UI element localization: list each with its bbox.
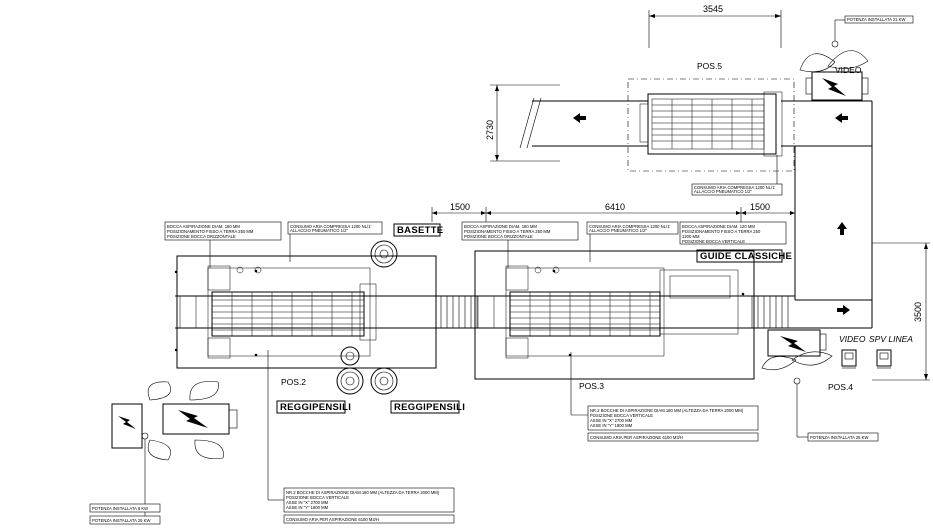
dimension-left-value: 2730 [485, 120, 495, 140]
pos2-consumo-text: CONSUMO ARIA PER ASPIRAZIONE 6100 M3/H [286, 517, 379, 522]
dimension-gap-left-value: 1500 [450, 202, 470, 212]
pos5-power-note [844, 15, 914, 24]
machine-pos3: POS.3 [474, 250, 755, 391]
pos3-bocca-line1: BOCCA ASPIRAZIONE DIAM. 180 MM [464, 224, 537, 229]
reggipensili-coil-icon [336, 346, 398, 395]
pos2-label: POS.2 [281, 377, 306, 387]
pos3-bocche-line4: ASSE IN "Y" 1800 MM [590, 423, 633, 428]
pos2-bocca-line1: BOCCA ASPIRAZIONE DIAM. 180 MM [167, 224, 240, 229]
pos2-bocca-line3: POSIZIONE BOCCA ORIZZONTALE [167, 234, 236, 239]
pos2-bocche-line3: ASSE IN "X" 2700 MM [286, 500, 329, 505]
pos3-bocca-line2: POSIZIONAMENTO FISSO A TERRA 250 MM [464, 229, 551, 234]
machine-pos5: POS.5 [627, 61, 795, 172]
reggipensili-tag-1 [276, 400, 346, 414]
pos3-bocche-note [587, 405, 759, 431]
reggipensili-tag-2 [390, 400, 460, 414]
pos2-consumo-note [283, 514, 455, 524]
electric-node-icon [793, 377, 801, 385]
conveyor-top [519, 97, 873, 300]
pos3-bocca-v-line3: 1200 MM [682, 234, 700, 239]
terminal-icon [841, 349, 892, 369]
pos2-bocche-line1: NR.2 BOCCHE DI ASPIRAZIONE DIAM.180 MM (… [286, 490, 440, 495]
guide-classiche-tag [696, 249, 783, 263]
reggipensili-label-2: REGGIPENSILI [394, 402, 465, 413]
dimension-left: 2730 [485, 84, 560, 162]
pos3-air-note [586, 221, 679, 235]
pos2-air-note [287, 221, 383, 235]
pos1-power-text-b: POTENZA INSTALLATA 25 KW [92, 518, 150, 523]
video-right-label: VIDEO [839, 334, 866, 344]
dimension-right: 3500 [872, 242, 930, 381]
pos3-bocche-line3: ASSE IN "X" 2700 MM [590, 418, 633, 423]
dimension-middle-value: 6410 [605, 202, 625, 212]
pos5-air-note [691, 183, 783, 196]
electric-node-icon [831, 40, 839, 48]
pos1-power-note-b [89, 515, 161, 525]
pos3-bocca-v-note [679, 221, 787, 245]
pos2-bocche-note [283, 487, 455, 513]
pos5-power-text: POTENZA INSTALLATA 21 KW [847, 17, 905, 22]
basette-tag [393, 223, 441, 237]
pos2-bocche-line4: ASSE IN "Y" 1800 MM [286, 505, 329, 510]
spv-linea-label: SPV LINEA [869, 334, 913, 344]
pos3-label: POS.3 [579, 381, 604, 391]
machine-pos2: POS.2 [174, 255, 437, 387]
dimension-right-value: 3500 [913, 302, 923, 322]
electric-node-icon [141, 432, 149, 440]
pos4-power-note [807, 432, 879, 442]
robot-lightning-icon [111, 381, 238, 461]
guide-classiche-label: GUIDE CLASSICHE [700, 251, 792, 262]
pos3-bocca-note [461, 221, 579, 241]
pos3-bocche-line1: NR.2 BOCCHE DI ASPIRAZIONE DIAM.180 MM (… [590, 408, 744, 413]
pos5-air-line2: ALLACCIO PNEUMATICO 1/2" [694, 189, 752, 194]
dimension-gap-right-value: 1500 [750, 202, 770, 212]
pos2-bocca-line2: POSIZIONAMENTO FISSO A TERRA 250 MM [167, 229, 254, 234]
arrow-icon [573, 113, 850, 315]
reggipensili-label-1: REGGIPENSILI [280, 402, 351, 413]
pos3-air-line2: ALLACCIO PNEUMATICO 1/2" [589, 228, 647, 233]
pos2-bocche-line2: POSIZIONE BOCCA VERTICALE [286, 495, 349, 500]
pos3-bocca-v-line1: BOCCA ASPIRAZIONE DIAM. 120 MM [682, 224, 755, 229]
pos3-consumo-text: CONSUMO ARIA PER ASPIRAZIONE 6100 M3/H [590, 435, 683, 440]
pos3-air-line1: CONSUMO ARIA COMPRESSA 1200 NL/1' [589, 224, 671, 229]
basette-label: BASETTE [397, 225, 443, 236]
robot-lightning-icon: VIDEO [799, 50, 869, 101]
pos5-label: POS.5 [697, 61, 722, 71]
pos2-air-line2: ALLACCIO PNEUMATICO 1/2" [290, 228, 348, 233]
pos3-consumo-note [587, 432, 759, 442]
pos2-air-line1: CONSUMO ARIA COMPRESSA 1200 NL/1' [290, 224, 372, 229]
pos5-air-line1: CONSUMO ARIA COMPRESSA 1200 NL/1' [694, 185, 776, 190]
dimension-top-value: 3545 [703, 4, 723, 14]
pos3-bocca-line3: POSIZIONE BOCCA ORIZZONTALE [464, 234, 533, 239]
pos2-bocca-note [164, 221, 282, 241]
dimension-top: 3545 [648, 4, 782, 48]
dimension-middle: 1500 6410 1500 [431, 202, 796, 222]
basette-coil-icon [370, 240, 398, 268]
pos3-bocche-line2: POSIZIONE BOCCA VERTICALE [590, 413, 653, 418]
pos1-power-note-a [89, 503, 161, 513]
pos4-power-text: POTENZA INSTALLATA 25 KW [810, 435, 868, 440]
pos1-power-text-a: POTENZA INSTALLATA 6 KW [92, 506, 148, 511]
video-top-label: VIDEO [835, 65, 862, 75]
pos3-bocca-v-line2: POSIZIONAMENTO FISSO A TERRA 250 [682, 229, 761, 234]
robot-lightning-icon [761, 329, 833, 371]
pos4-label: POS.4 [828, 382, 853, 392]
pos3-bocca-v-line4: POSIZIONE BOCCA VERTICALE [682, 239, 745, 244]
